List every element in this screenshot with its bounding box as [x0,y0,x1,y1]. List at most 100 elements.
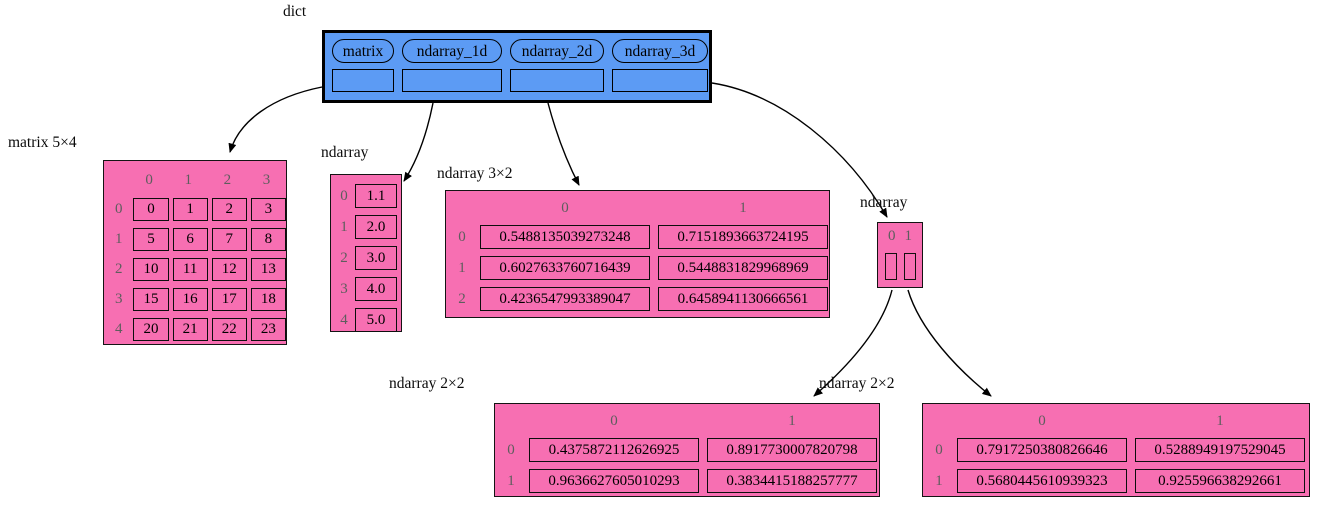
array-cell: 4.0 [355,277,397,301]
matrix-cell: 23 [250,318,286,341]
col-header: 0 [610,412,618,429]
col-header: 1 [1216,412,1224,429]
matrix-row: 0 0 1 2 3 [104,198,286,221]
array-row: 4 5.0 [331,308,401,332]
array-cell: 0.4236547993389047 [480,287,650,311]
row-index: 1 [114,231,123,247]
dict-key-pill: ndarray_1d [402,39,502,63]
array-row: 0 1.1 [331,184,401,208]
ndarray-2x2-right-node: 0 1 0 0.7917250380826646 0.5288949197529… [922,403,1310,497]
col-header: 0 [145,171,153,188]
array-cell: 0.4375872112626925 [529,438,699,462]
matrix-cell: 0 [133,198,169,221]
array-row: 0 0.4375872112626925 0.8917730007820798 [495,438,879,462]
ndarray-3x2-label: ndarray 3×2 [437,165,513,182]
row-index: 3 [340,280,348,297]
matrix-cell: 15 [133,288,169,311]
ndarray-spine-label: ndarray [860,194,908,211]
dict-pointer-slot [612,69,708,92]
row-index: 2 [114,261,123,277]
matrix-cell: 3 [250,198,286,221]
ndarray-2x2-left-node: 0 1 0 0.4375872112626925 0.8917730007820… [494,403,880,497]
array-cell: 0.7151893663724195 [658,225,828,249]
matrix-cell: 22 [211,318,247,341]
row-index: 0 [114,201,123,217]
array-row: 1 2.0 [331,215,401,239]
col-header: 1 [739,199,747,216]
array-cell: 0.9636627605010293 [529,469,699,493]
array-cell: 0.8917730007820798 [707,438,877,462]
matrix-cell: 12 [211,258,247,281]
row-index: 2 [340,249,348,266]
array-row: 0 0.7917250380826646 0.5288949197529045 [923,438,1309,462]
matrix-cell: 18 [250,288,286,311]
matrix-cell: 11 [172,258,208,281]
dict-pointer-slot [510,69,604,92]
dict-node: matrix ndarray_1d ndarray_2d ndarray_3d [322,30,712,103]
array-row: 1 0.5680445610939323 0.925596638292661 [923,469,1309,493]
row-index: 1 [458,259,466,276]
edge-dict-to-ndarray-2d [547,102,580,186]
col-header: 1 [184,171,192,188]
matrix-cell: 16 [172,288,208,311]
array-row: 3 4.0 [331,277,401,301]
matrix-cell: 2 [211,198,247,221]
ndarray-2x2-left-label: ndarray 2×2 [389,375,465,392]
array-cell: 2.0 [355,215,397,239]
matrix-cell: 10 [133,258,169,281]
array-cell: 0.5488135039273248 [480,225,650,249]
col-header: 0 [561,199,569,216]
matrix-cell: 6 [172,228,208,251]
row-index: 4 [114,321,123,337]
row-index: 1 [507,472,515,489]
array-cell: 0.5680445610939323 [957,469,1127,493]
row-index: 2 [458,290,466,307]
ndarray-3x2-node: 0 1 0 0.5488135039273248 0.7151893663724… [445,190,830,318]
matrix-node: 0 1 2 3 0 0 1 2 3 1 5 6 7 8 2 10 11 12 1… [103,160,287,345]
array-row: 2 3.0 [331,246,401,270]
matrix-cell: 5 [133,228,169,251]
matrix-row: 3 15 16 17 18 [104,288,286,311]
matrix-cell: 21 [172,318,208,341]
dict-pointer-slot [332,69,394,92]
array-cell: 0.7917250380826646 [957,438,1127,462]
row-index: 0 [340,187,348,204]
array-row: 1 0.9636627605010293 0.3834415188257777 [495,469,879,493]
array-row: 1 0.6027633760716439 0.5448831829968969 [446,256,829,280]
ndarray-1d-node: 0 1.1 1 2.0 2 3.0 3 4.0 4 5.0 [330,174,402,332]
matrix-row: 2 10 11 12 13 [104,258,286,281]
array-cell: 0.5448831829968969 [658,256,828,280]
matrix-col-headers: 0 1 2 3 [104,161,286,191]
col-headers: 0 1 [495,404,879,431]
ndarray-2x2-right-label: ndarray 2×2 [819,375,895,392]
row-index: 0 [935,441,943,458]
array-row: 0 0.5488135039273248 0.7151893663724195 [446,225,829,249]
col-headers: 0 1 [878,223,922,245]
array-cell: 3.0 [355,246,397,270]
row-index: 1 [340,218,348,235]
matrix-cell: 1 [172,198,208,221]
array-row: 2 0.4236547993389047 0.6458941130666561 [446,287,829,311]
matrix-row: 4 20 21 22 23 [104,318,286,341]
dict-keys-row: matrix ndarray_1d ndarray_2d ndarray_3d [332,39,708,63]
ndarray-3d-spine-node: 0 1 [877,222,923,288]
pointer-slot [884,253,897,280]
edge-dict-to-matrix [228,86,323,153]
dict-values-row [332,69,708,92]
ndarray-1d-label: ndarray [321,144,369,161]
row-index: 4 [340,311,348,328]
col-header: 1 [788,412,796,429]
col-headers: 0 1 [923,404,1309,431]
edge-dict-to-ndarray-1d [403,102,434,182]
dict-pointer-slot [402,69,502,92]
col-header: 0 [888,228,896,244]
array-cell: 0.6027633760716439 [480,256,650,280]
col-header: 3 [262,171,271,188]
array-cell: 0.925596638292661 [1135,469,1305,493]
row-index: 0 [507,441,515,458]
array-cell: 0.5288949197529045 [1135,438,1305,462]
matrix-cell: 20 [133,318,169,341]
matrix-cell: 17 [211,288,247,311]
array-cell: 5.0 [355,308,397,332]
